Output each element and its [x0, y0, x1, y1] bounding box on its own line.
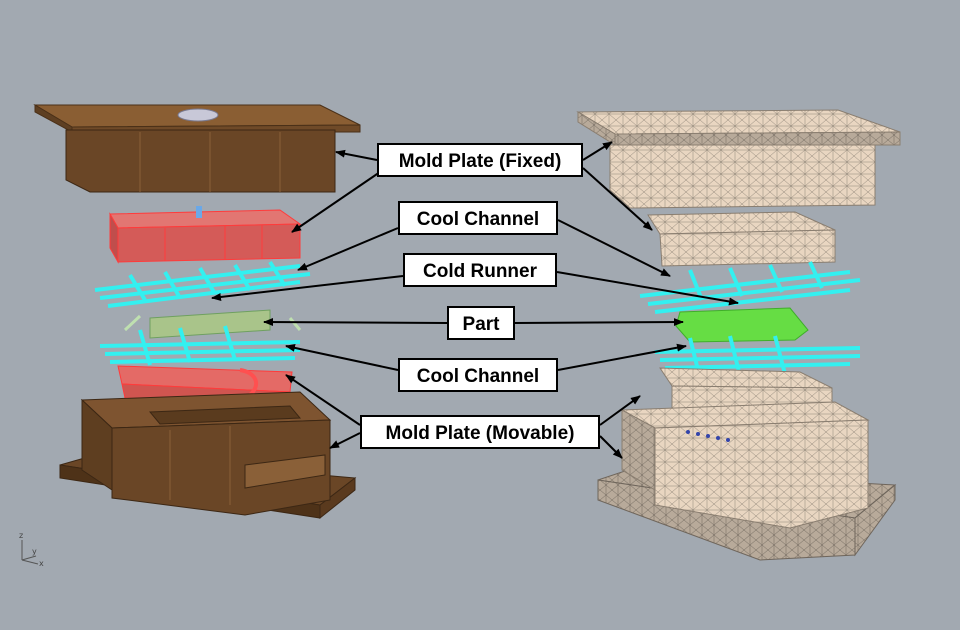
- label-part: Part: [447, 306, 515, 340]
- axis-x-label: x: [39, 559, 44, 568]
- left-movable-plate: [59, 391, 357, 520]
- right-cool-channel-bottom: [654, 335, 861, 379]
- label-mold-plate-fixed: Mold Plate (Fixed): [377, 143, 583, 177]
- right-fixed-plate: [576, 109, 901, 209]
- axis-z-label: z: [19, 531, 23, 540]
- left-assembly: [33, 104, 361, 520]
- axis-triad-icon: z y x: [19, 531, 44, 568]
- left-fixed-plate: [33, 104, 361, 193]
- right-cool-channel-top: [639, 261, 861, 314]
- axis-y-label: y: [32, 547, 37, 556]
- right-assembly: [576, 109, 901, 561]
- left-cool-channel-top: [94, 260, 311, 308]
- label-cool-channel-bottom: Cool Channel: [398, 358, 558, 392]
- right-upper-insert: [647, 211, 836, 267]
- right-part: [675, 307, 809, 343]
- left-cool-channel-bottom: [99, 325, 301, 366]
- label-mold-plate-movable: Mold Plate (Movable): [360, 415, 600, 449]
- right-movable-plate: [597, 401, 897, 561]
- left-upper-insert: [109, 206, 302, 264]
- label-cool-channel-top: Cool Channel: [398, 201, 558, 235]
- callout-arrows: [211, 141, 739, 459]
- label-cold-runner: Cold Runner: [403, 253, 557, 287]
- left-cold-runner: [123, 309, 302, 339]
